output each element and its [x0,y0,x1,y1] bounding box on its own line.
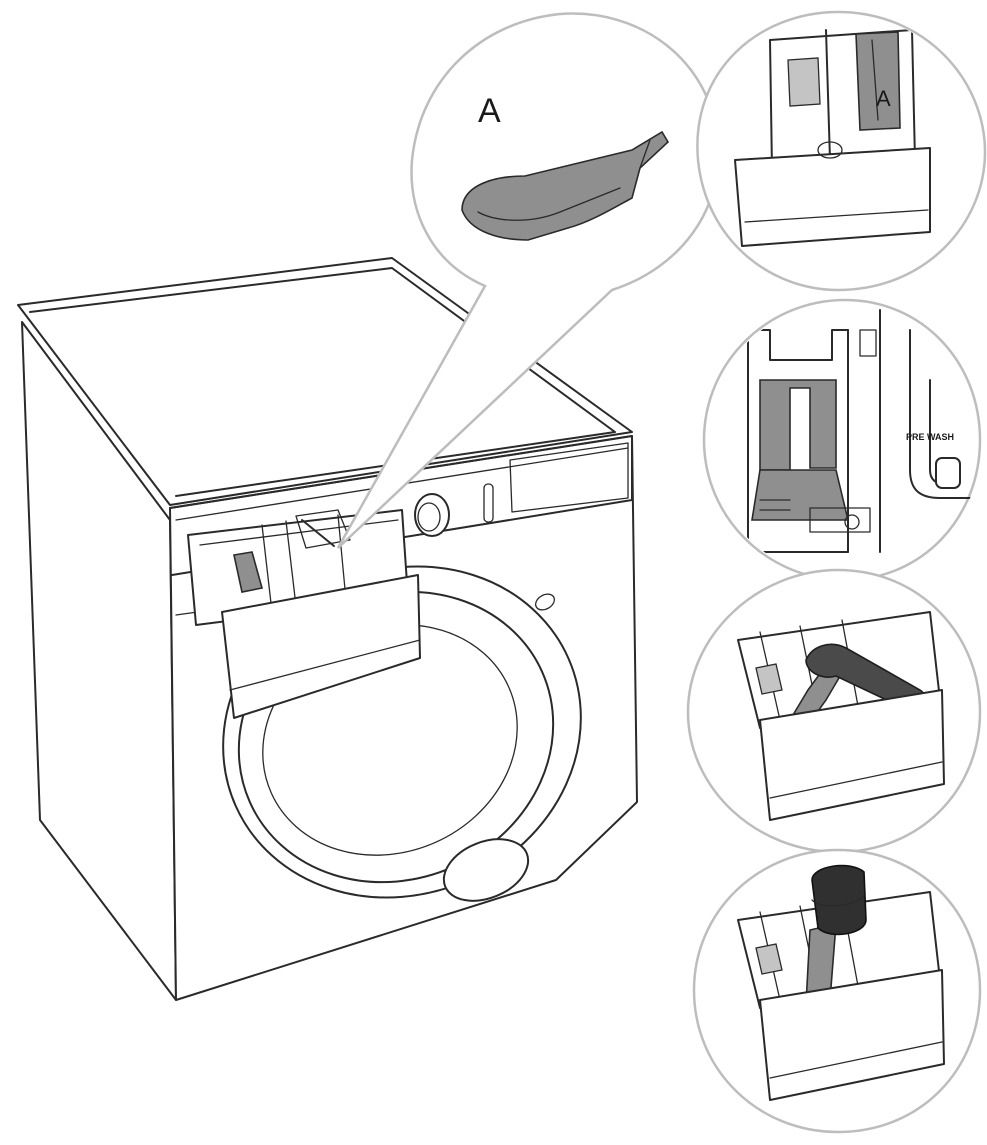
filter-cover [442,838,530,902]
part-a-drawer-label: A [876,86,891,111]
part-a-in-drawer [855,31,901,131]
indicator-slot [483,483,494,523]
machine-top [17,257,633,506]
detergent-drawer [187,509,421,719]
prewash-compartment [751,469,850,521]
door-handle [535,593,555,611]
step-bubble-1: A [696,10,987,292]
step-bubble-2: PRE WASH [702,298,982,582]
callout-bubble [336,12,720,549]
removable-part-a [461,130,670,241]
part-a-callout: A [336,12,720,549]
drawer-siphon-cap [233,551,264,593]
program-knob [414,493,450,537]
drawer-front [759,969,945,1101]
washing-machine [17,257,638,1001]
drawer-front [734,147,931,247]
drawer-front [221,574,421,719]
step-bubble-4 [692,848,982,1134]
drawer-front [759,689,945,821]
prewash-marking: PRE WASH [906,432,954,442]
water-hose [811,864,867,936]
part-a-label: A [478,92,501,130]
display-window [509,442,629,513]
step-bubble-3 [686,568,982,854]
